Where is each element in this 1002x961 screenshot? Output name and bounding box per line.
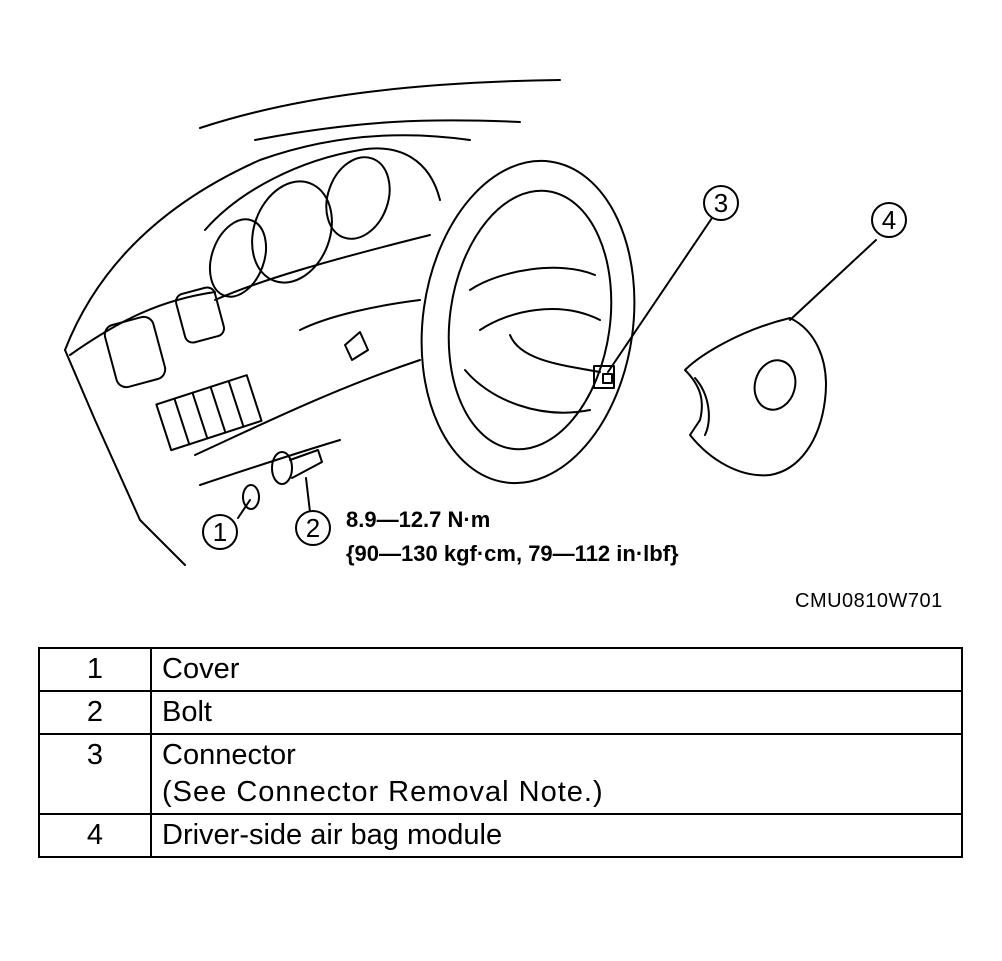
legend-desc: Bolt [150,690,963,735]
table-row: 4 Driver-side air bag module [38,813,963,858]
gauge-center [251,180,333,284]
callout-4-circle [871,202,907,238]
callout-1-label: 1 [213,517,227,547]
legend-num: 4 [38,813,152,858]
steering-wheel-inner [447,189,613,451]
parts-legend-table: 1 Cover 2 Bolt 3 Connector (See Connecto… [38,647,963,858]
cover-part [242,484,260,510]
dash-top-line [254,119,521,141]
vent-center [175,286,225,344]
callout-4-label: 4 [882,205,896,235]
key-slot [344,331,369,361]
leader-line-3 [607,217,713,373]
table-row: 1 Cover [38,647,963,692]
leader-line-1 [237,499,251,519]
bolt-part [271,449,323,485]
legend-desc: Driver-side air bag module [150,813,963,858]
callout-3-circle [703,185,739,221]
torque-line-2: {90—130 kgf·cm, 79—112 in·lbf} [346,541,679,566]
leader-line-2 [305,477,311,513]
gauge-right [325,156,391,240]
torque-spec: 8.9—12.7 N·m {90—130 kgf·cm, 79—112 in·l… [346,503,679,571]
legend-num: 2 [38,690,152,735]
callout-1-circle [202,514,238,550]
table-row: 2 Bolt [38,690,963,735]
legend-desc-cell: Connector (See Connector Removal Note.) [150,733,963,815]
wheel-hub-wiring [509,334,601,373]
switch-panel [155,374,263,452]
dashboard-outline [64,134,471,351]
callout-2-label: 2 [306,513,320,543]
table-row: 3 Connector (See Connector Removal Note.… [38,733,963,815]
torque-line-1: 8.9—12.7 N·m [346,507,491,532]
dashboard-illustration: 1 2 3 4 [64,79,907,566]
legend-num: 3 [38,733,152,815]
air-bag-module [684,317,827,477]
legend-note: (See Connector Removal Note.) [162,776,604,808]
gauge-left [208,218,268,298]
callout-3-label: 3 [714,188,728,218]
figure-code: CMU0810W701 [795,590,943,612]
connector-part [593,365,615,389]
legend-desc: Cover [150,647,963,692]
vent-left [103,315,167,389]
windshield-line [199,79,561,129]
legend-num: 1 [38,647,152,692]
callout-2-circle [295,510,331,546]
leader-line-4 [789,239,877,321]
cluster-hood [204,147,441,231]
legend-desc: Connector [162,739,296,771]
